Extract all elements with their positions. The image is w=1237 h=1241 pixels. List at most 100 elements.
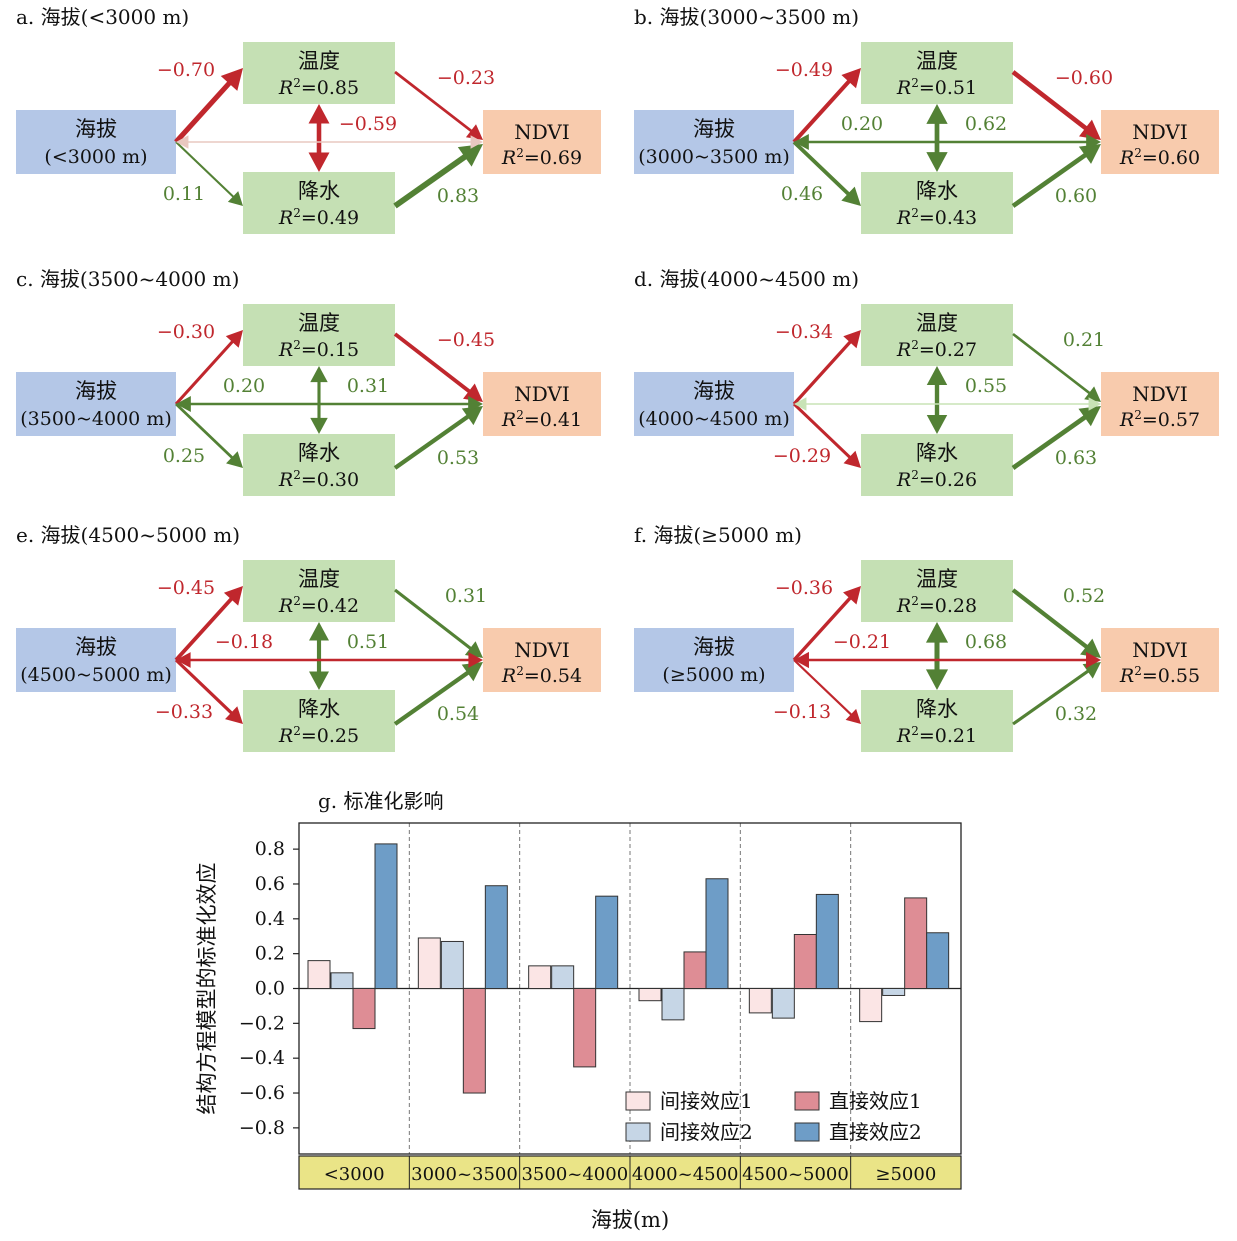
temperature-box — [861, 304, 1013, 366]
legend-label: 间接效应2 — [660, 1120, 753, 1144]
x-tick-label: 3000~3500 — [411, 1164, 518, 1185]
coef-temperature-ndvi: −0.60 — [1055, 67, 1113, 89]
coef-precipitation-ndvi: 0.32 — [1055, 703, 1097, 725]
y-tick-label: 0.2 — [255, 943, 285, 965]
elevation-box — [16, 628, 176, 692]
ndvi-box — [1101, 110, 1219, 174]
arrow-head — [843, 450, 861, 468]
arrow-head — [926, 414, 948, 434]
arrow-head — [845, 708, 861, 724]
arrow-precipitation-ndvi — [393, 669, 471, 726]
coef-elevation-precipitation: 0.46 — [781, 183, 823, 205]
arrow-head — [1086, 133, 1101, 151]
temperature-label: 温度 — [298, 49, 340, 73]
elevation-label: 海拔 — [75, 117, 117, 141]
diagram-title: b. 海拔(3000~3500 m) — [634, 5, 859, 29]
precipitation-label: 降水 — [298, 441, 340, 465]
diagram-title: e. 海拔(4500~5000 m) — [16, 523, 240, 547]
bar-s4-3 — [595, 895, 619, 989]
bar-s3-5 — [793, 933, 817, 990]
coef-precipitation-ndvi: 0.54 — [437, 703, 479, 725]
coef-precipitation-ndvi: 0.83 — [437, 185, 479, 207]
arrow-elevation-temperature — [174, 339, 235, 406]
x-tick-label: 4000~4500 — [632, 1164, 739, 1185]
arrow-head — [1078, 144, 1101, 164]
arrow-head — [220, 68, 243, 91]
arrow-elevation-precipitation — [175, 141, 236, 199]
arrow-elevation-temperature — [792, 78, 852, 144]
coef-elevation-temperature: −0.45 — [157, 577, 215, 599]
coef-elevation-temperature: −0.34 — [775, 321, 833, 343]
arrow-elevation-temperature — [792, 339, 853, 406]
ndvi-box — [483, 628, 601, 692]
temperature-r2: R2=0.42 — [278, 594, 359, 617]
coef-temperature-precipitation: 0.55 — [965, 375, 1007, 397]
ndvi-box — [483, 110, 601, 174]
precipitation-box — [861, 434, 1013, 496]
arrow-head — [176, 395, 191, 413]
coef-elevation-precipitation: −0.29 — [773, 445, 831, 467]
y-tick-label: 0.0 — [255, 978, 285, 1000]
legend-label: 直接效应1 — [829, 1089, 922, 1113]
diagram-title: d. 海拔(4000~4500 m) — [634, 267, 859, 291]
arrow-temperature-ndvi — [394, 70, 474, 133]
arrow-head — [794, 651, 809, 669]
coef-temperature-precipitation: 0.68 — [965, 631, 1007, 653]
bar-s3-4 — [683, 951, 707, 989]
precipitation-box — [243, 690, 395, 752]
arrow-head — [309, 622, 329, 641]
precipitation-label: 降水 — [916, 179, 958, 203]
coef-elevation-temperature: −0.30 — [157, 321, 215, 343]
precipitation-label: 降水 — [916, 697, 958, 721]
arrow-precipitation-ndvi — [393, 413, 471, 470]
precipitation-r2: R2=0.21 — [896, 724, 977, 747]
arrow-head — [308, 152, 330, 172]
precipitation-r2: R2=0.26 — [896, 468, 977, 491]
bar-s2-2 — [440, 940, 464, 989]
bar-s2-3 — [551, 965, 575, 990]
elevation-box — [634, 628, 794, 692]
arrow-head — [1084, 386, 1101, 402]
precipitation-box — [861, 172, 1013, 234]
precipitation-box — [861, 690, 1013, 752]
bar-s2-6 — [882, 988, 906, 996]
coef-temperature-precipitation: 0.51 — [347, 631, 389, 653]
bar-s4-5 — [815, 893, 839, 990]
arrow-head — [465, 124, 483, 140]
x-tick-label: 4500~5000 — [742, 1164, 849, 1185]
y-tick-label: −0.4 — [239, 1047, 285, 1069]
arrow-elevation-precipitation — [793, 659, 854, 717]
arrow-head — [1086, 651, 1101, 669]
ndvi-box — [1101, 372, 1219, 436]
x-tick-label: ≥5000 — [875, 1164, 936, 1185]
path-diagram-e: e. 海拔(4500~5000 m)海拔(4500~5000 m)温度R2=0.… — [16, 523, 601, 752]
ndvi-r2: R2=0.60 — [1119, 146, 1200, 169]
path-diagram-d: d. 海拔(4000~4500 m)海拔(4000~4500 m)温度R2=0.… — [634, 267, 1219, 496]
arrow-temperature-ndvi — [393, 332, 472, 394]
coef-temperature-precipitation: 0.31 — [347, 375, 389, 397]
ndvi-r2: R2=0.57 — [1119, 408, 1200, 431]
arrow-head — [223, 586, 243, 606]
arrow-head — [926, 366, 948, 386]
coef-elevation-precipitation: 0.11 — [163, 183, 205, 205]
coef-temperature-ndvi: 0.52 — [1063, 585, 1105, 607]
bar-s3-6 — [904, 897, 928, 989]
temperature-r2: R2=0.85 — [278, 76, 359, 99]
arrow-precipitation-ndvi — [1011, 152, 1088, 208]
elevation-range: (4000~4500 m) — [638, 408, 790, 430]
x-axis-label: 海拔(m) — [591, 1208, 669, 1232]
chart-title: g. 标准化影响 — [318, 789, 444, 813]
arrow-head — [926, 152, 948, 172]
path-diagram-a: a. 海拔(<3000 m)海拔(<3000 m)温度R2=0.85降水R2=0… — [16, 5, 601, 234]
precipitation-r2: R2=0.49 — [278, 206, 359, 229]
bar-s1-4 — [638, 988, 662, 1002]
temperature-box — [861, 560, 1013, 622]
arrow-head — [227, 191, 243, 206]
temperature-box — [243, 560, 395, 622]
precipitation-label: 降水 — [298, 697, 340, 721]
bar-s4-6 — [926, 932, 950, 989]
arrow-head — [468, 652, 483, 668]
temperature-r2: R2=0.51 — [896, 76, 977, 99]
precipitation-box — [243, 434, 395, 496]
coef-temperature-ndvi: 0.21 — [1063, 329, 1105, 351]
